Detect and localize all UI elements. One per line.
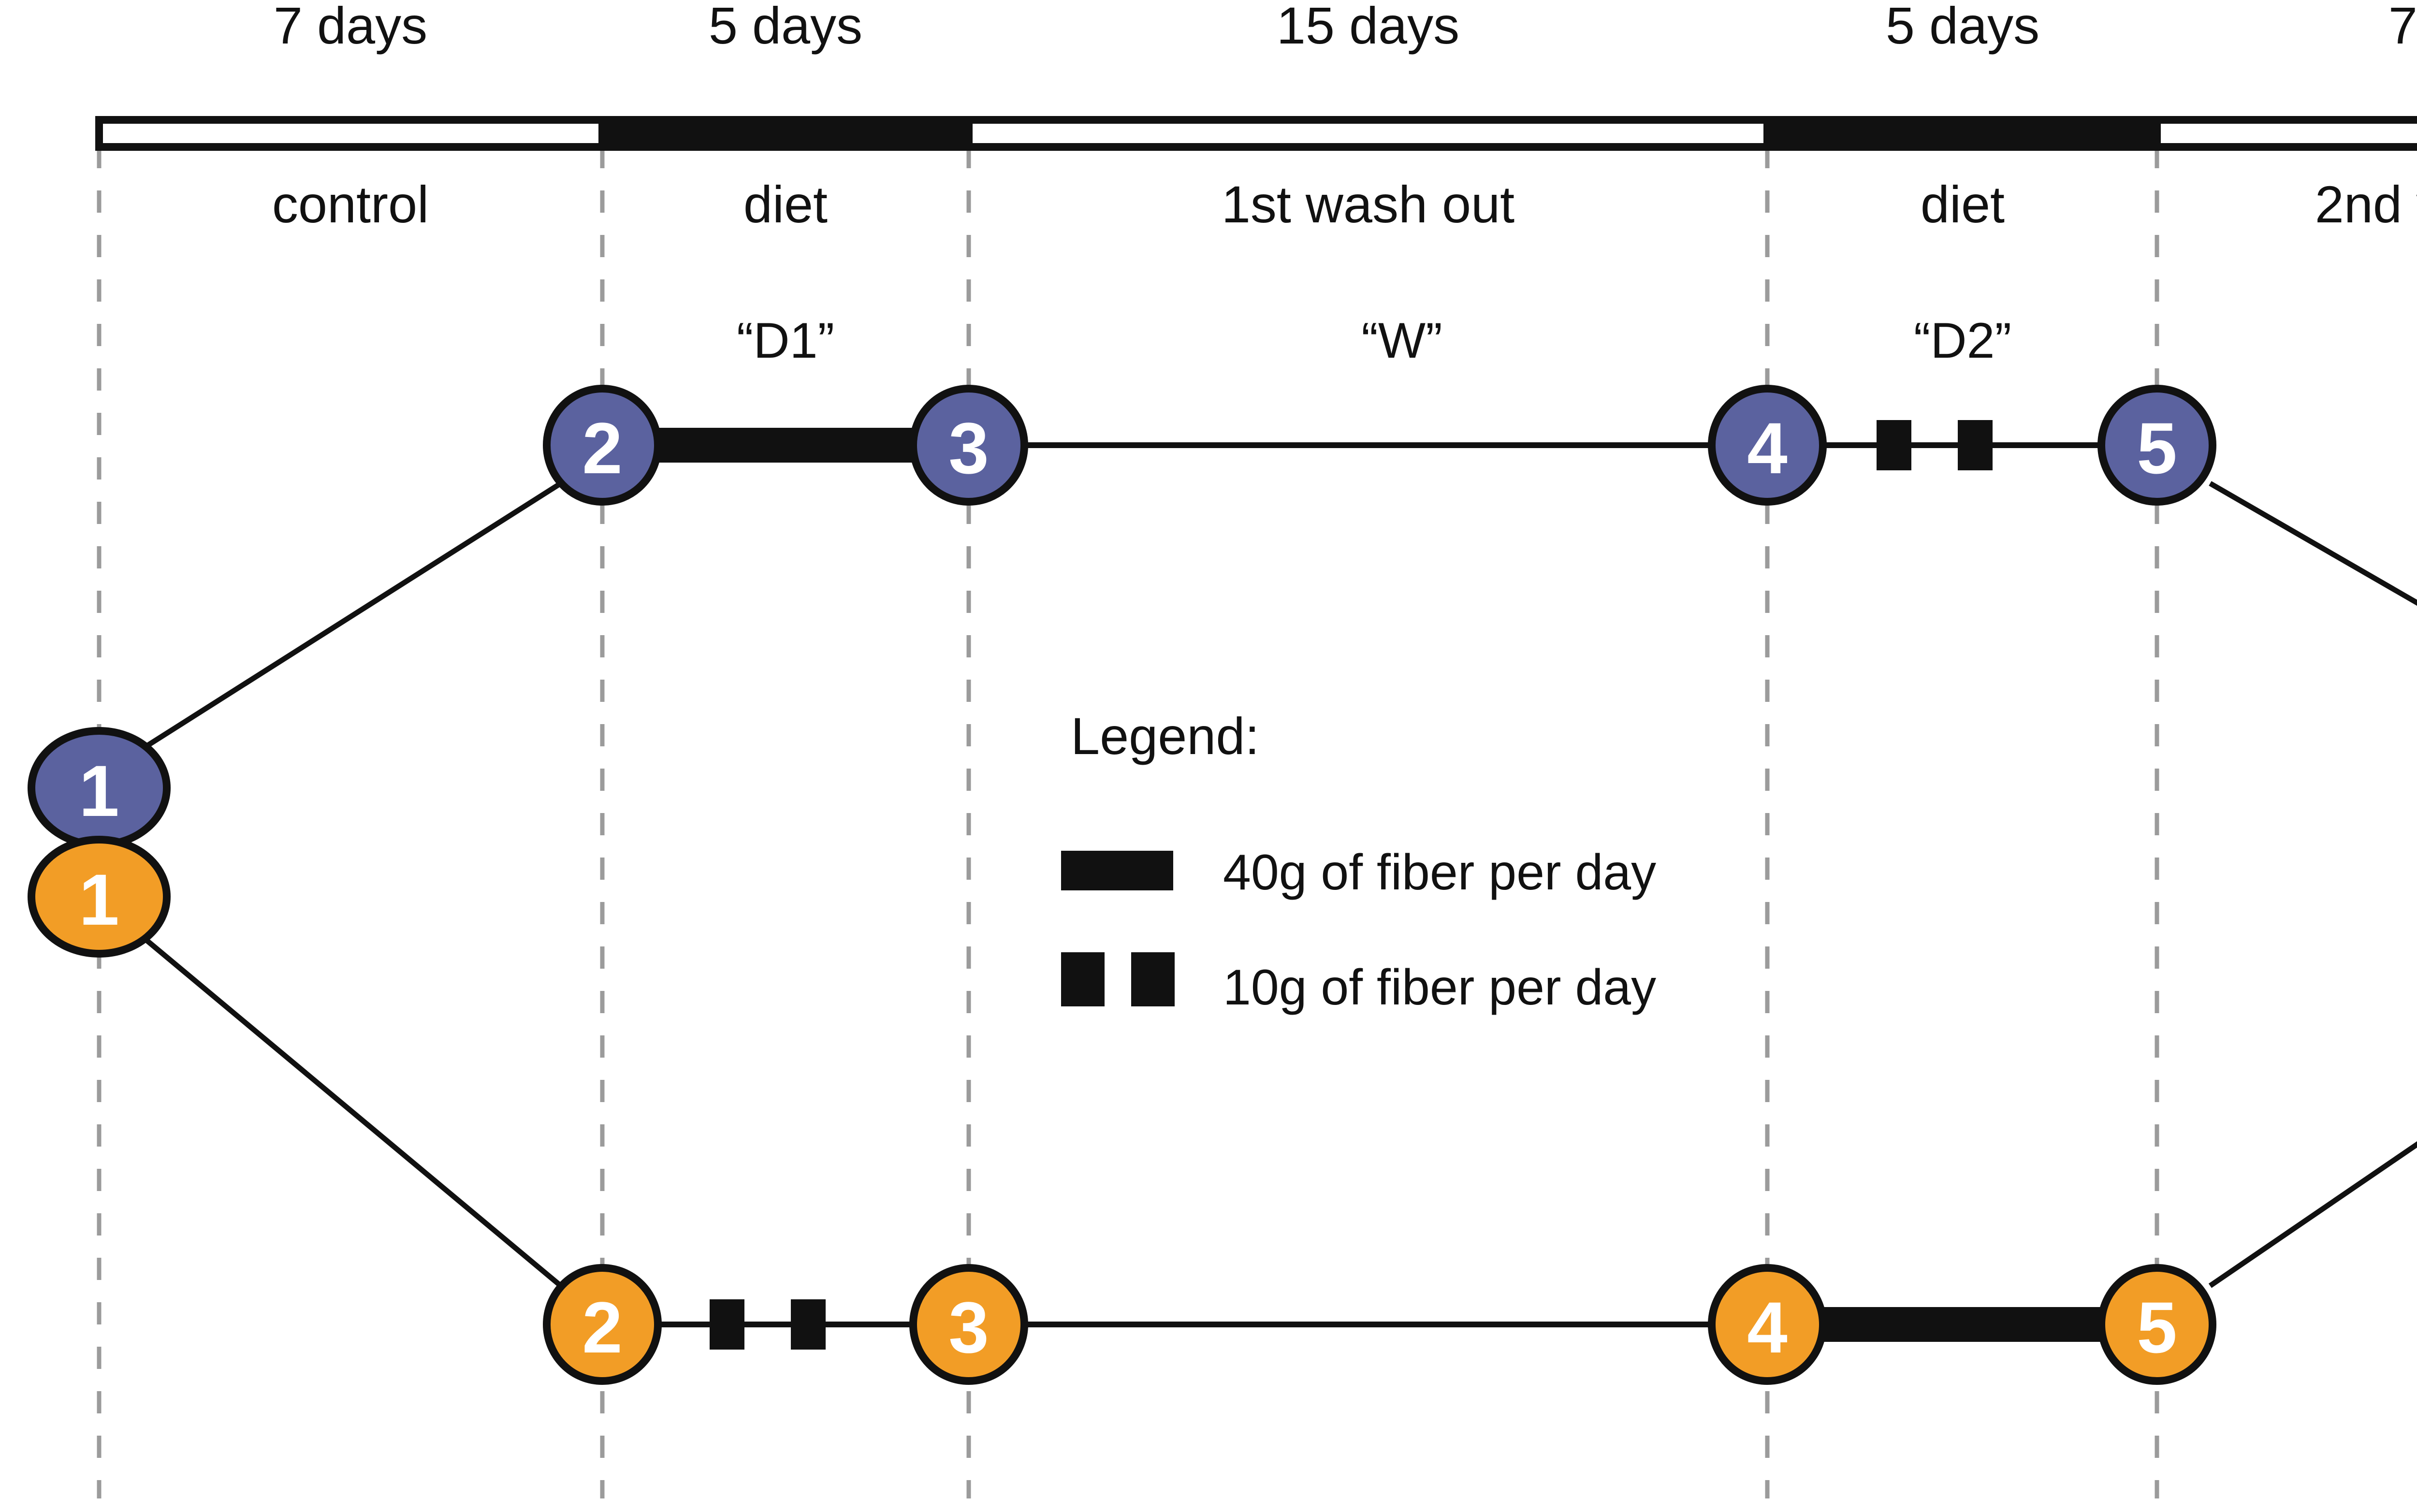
- node-circle: [543, 385, 662, 506]
- legend-item-40g: 40g of fiber per day: [1061, 844, 1656, 901]
- node-label: 3: [948, 407, 989, 489]
- blue-node-2[interactable]: 2: [543, 385, 662, 506]
- node-label: 2: [582, 407, 622, 489]
- period-name-1: diet: [743, 175, 828, 233]
- blue-link-1-2: [136, 481, 562, 754]
- blue-node-1[interactable]: 1: [28, 727, 171, 849]
- legend-swatch-dash-a-icon: [1061, 952, 1105, 1006]
- blue-node-3[interactable]: 3: [909, 385, 1028, 506]
- segment-label-d2: “D2”: [1914, 313, 2011, 369]
- segment-label-w: “W”: [1361, 313, 1442, 369]
- node-circle: [28, 836, 171, 958]
- period-guide-lines: [97, 146, 2159, 1498]
- legend-label-10g: 10g of fiber per day: [1223, 960, 1656, 1016]
- legend-label-40g: 40g of fiber per day: [1223, 844, 1656, 901]
- node-label: 4: [1747, 407, 1787, 489]
- node-circle: [543, 1264, 662, 1385]
- orange-link-1-2: [136, 930, 563, 1288]
- period-days-2: 15 days: [1277, 0, 1459, 55]
- legend-item-10g: 10g of fiber per day: [1061, 952, 1656, 1016]
- blue-node-4[interactable]: 4: [1708, 385, 1827, 506]
- legend-swatch-solid-icon: [1061, 851, 1173, 890]
- node-label: 2: [582, 1287, 622, 1368]
- node-label: 1: [79, 750, 119, 831]
- blue-link-5-6: [2209, 481, 2417, 606]
- period-days-1: 5 days: [709, 0, 862, 55]
- blue-node-5[interactable]: 5: [2097, 385, 2216, 506]
- node-label: 1: [79, 859, 119, 940]
- timeline-bar-segment-washout-1: [965, 116, 1771, 151]
- node-label: 5: [2137, 1287, 2177, 1368]
- orange-node-1[interactable]: 1: [28, 836, 171, 958]
- period-name-2: 1st wash out: [1222, 175, 1514, 233]
- orange-arm: 1 2 3 4 5 6: [28, 836, 2417, 1385]
- node-circle: [909, 1264, 1028, 1385]
- period-days-4: 7 days: [2388, 0, 2417, 55]
- orange-node-5[interactable]: 5: [2097, 1264, 2216, 1385]
- period-days-3: 5 days: [1886, 0, 2039, 55]
- timeline-bar-segment-diet-1: [602, 116, 969, 151]
- legend-title: Legend:: [1071, 707, 1259, 765]
- orange-node-4[interactable]: 4: [1708, 1264, 1827, 1385]
- orange-node-3[interactable]: 3: [909, 1264, 1028, 1385]
- blue-link-4-5-10g: [1819, 420, 2107, 470]
- timeline-bar: [95, 116, 2417, 151]
- node-circle: [1708, 385, 1827, 506]
- node-circle: [2097, 385, 2216, 506]
- node-circle: [909, 385, 1028, 506]
- legend-swatch-dash-b-icon: [1131, 952, 1175, 1006]
- timeline-bar-segment-washout-2: [2153, 116, 2417, 151]
- orange-node-2[interactable]: 2: [543, 1264, 662, 1385]
- legend: Legend: 40g of fiber per day 10g of fibe…: [1061, 707, 1656, 1016]
- node-label: 5: [2137, 407, 2177, 489]
- node-label: 4: [1747, 1287, 1787, 1368]
- period-name-3: diet: [1921, 175, 2005, 233]
- timeline-bar-segment-control: [95, 116, 606, 151]
- timeline-bar-segment-diet-2: [1767, 116, 2157, 151]
- blue-link-2-3-40g: [619, 428, 951, 463]
- period-name-0: control: [272, 175, 429, 233]
- segment-label-d1: “D1”: [737, 313, 834, 369]
- orange-link-2-3-10g: [653, 1299, 921, 1350]
- node-circle: [2097, 1264, 2216, 1385]
- period-days-0: 7 days: [274, 0, 427, 55]
- node-circle: [1708, 1264, 1827, 1385]
- node-label: 3: [948, 1287, 989, 1368]
- blue-arm: 1 2 3 4 5 6: [28, 385, 2417, 849]
- period-name-4: 2nd wash out: [2315, 175, 2417, 233]
- orange-link-5-6: [2208, 1141, 2417, 1288]
